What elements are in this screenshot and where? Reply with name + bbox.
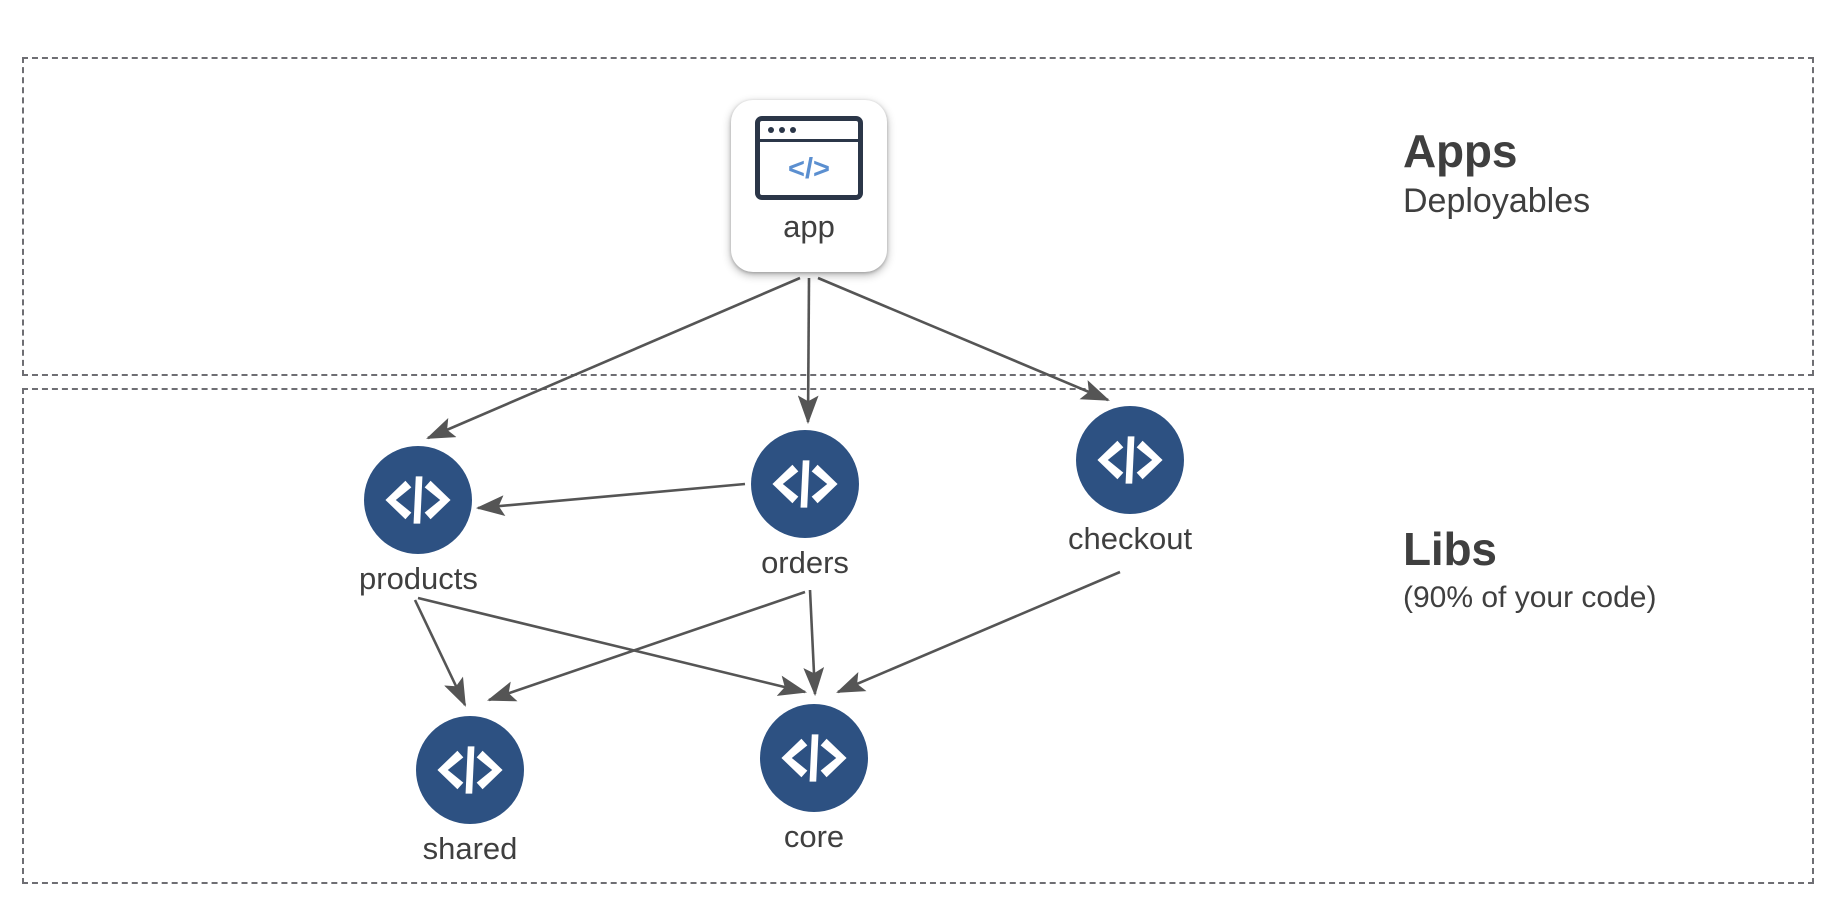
- code-brackets-icon: [1076, 406, 1185, 514]
- browser-window-code-icon: </>: [755, 116, 863, 200]
- zone-box-libs: [22, 388, 1814, 884]
- node-core[interactable]: core: [760, 704, 868, 856]
- code-brackets-icon: [751, 430, 859, 538]
- window-dot: [779, 127, 785, 133]
- node-app[interactable]: </> app: [731, 100, 887, 272]
- node-label-core: core: [783, 819, 845, 854]
- node-label-shared: shared: [422, 831, 518, 866]
- code-brackets-icon: [416, 716, 524, 824]
- node-orders[interactable]: orders: [751, 430, 859, 582]
- node-label-orders: orders: [761, 545, 849, 580]
- zone-subtitle-libs: (90% of your code): [1403, 581, 1657, 614]
- node-products[interactable]: products: [359, 446, 478, 598]
- zone-subtitle-apps: Deployables: [1403, 182, 1591, 220]
- code-glyph: </>: [788, 152, 830, 185]
- window-dot: [768, 127, 774, 133]
- node-shared[interactable]: shared: [416, 716, 524, 868]
- zone-caption-libs: Libs (90% of your code): [1403, 522, 1656, 618]
- node-label-checkout: checkout: [1068, 521, 1193, 556]
- zone-title-apps: Apps: [1403, 125, 1518, 177]
- zone-title-libs: Libs: [1403, 523, 1497, 575]
- node-label-app: app: [783, 209, 835, 244]
- code-brackets-icon: [364, 446, 473, 554]
- node-checkout[interactable]: checkout: [1068, 406, 1192, 558]
- window-dot: [790, 127, 796, 133]
- zone-caption-apps: Apps Deployables: [1403, 124, 1590, 222]
- node-label-products: products: [359, 561, 478, 596]
- browser-titlebar: [760, 121, 858, 142]
- code-brackets-icon: [760, 704, 868, 812]
